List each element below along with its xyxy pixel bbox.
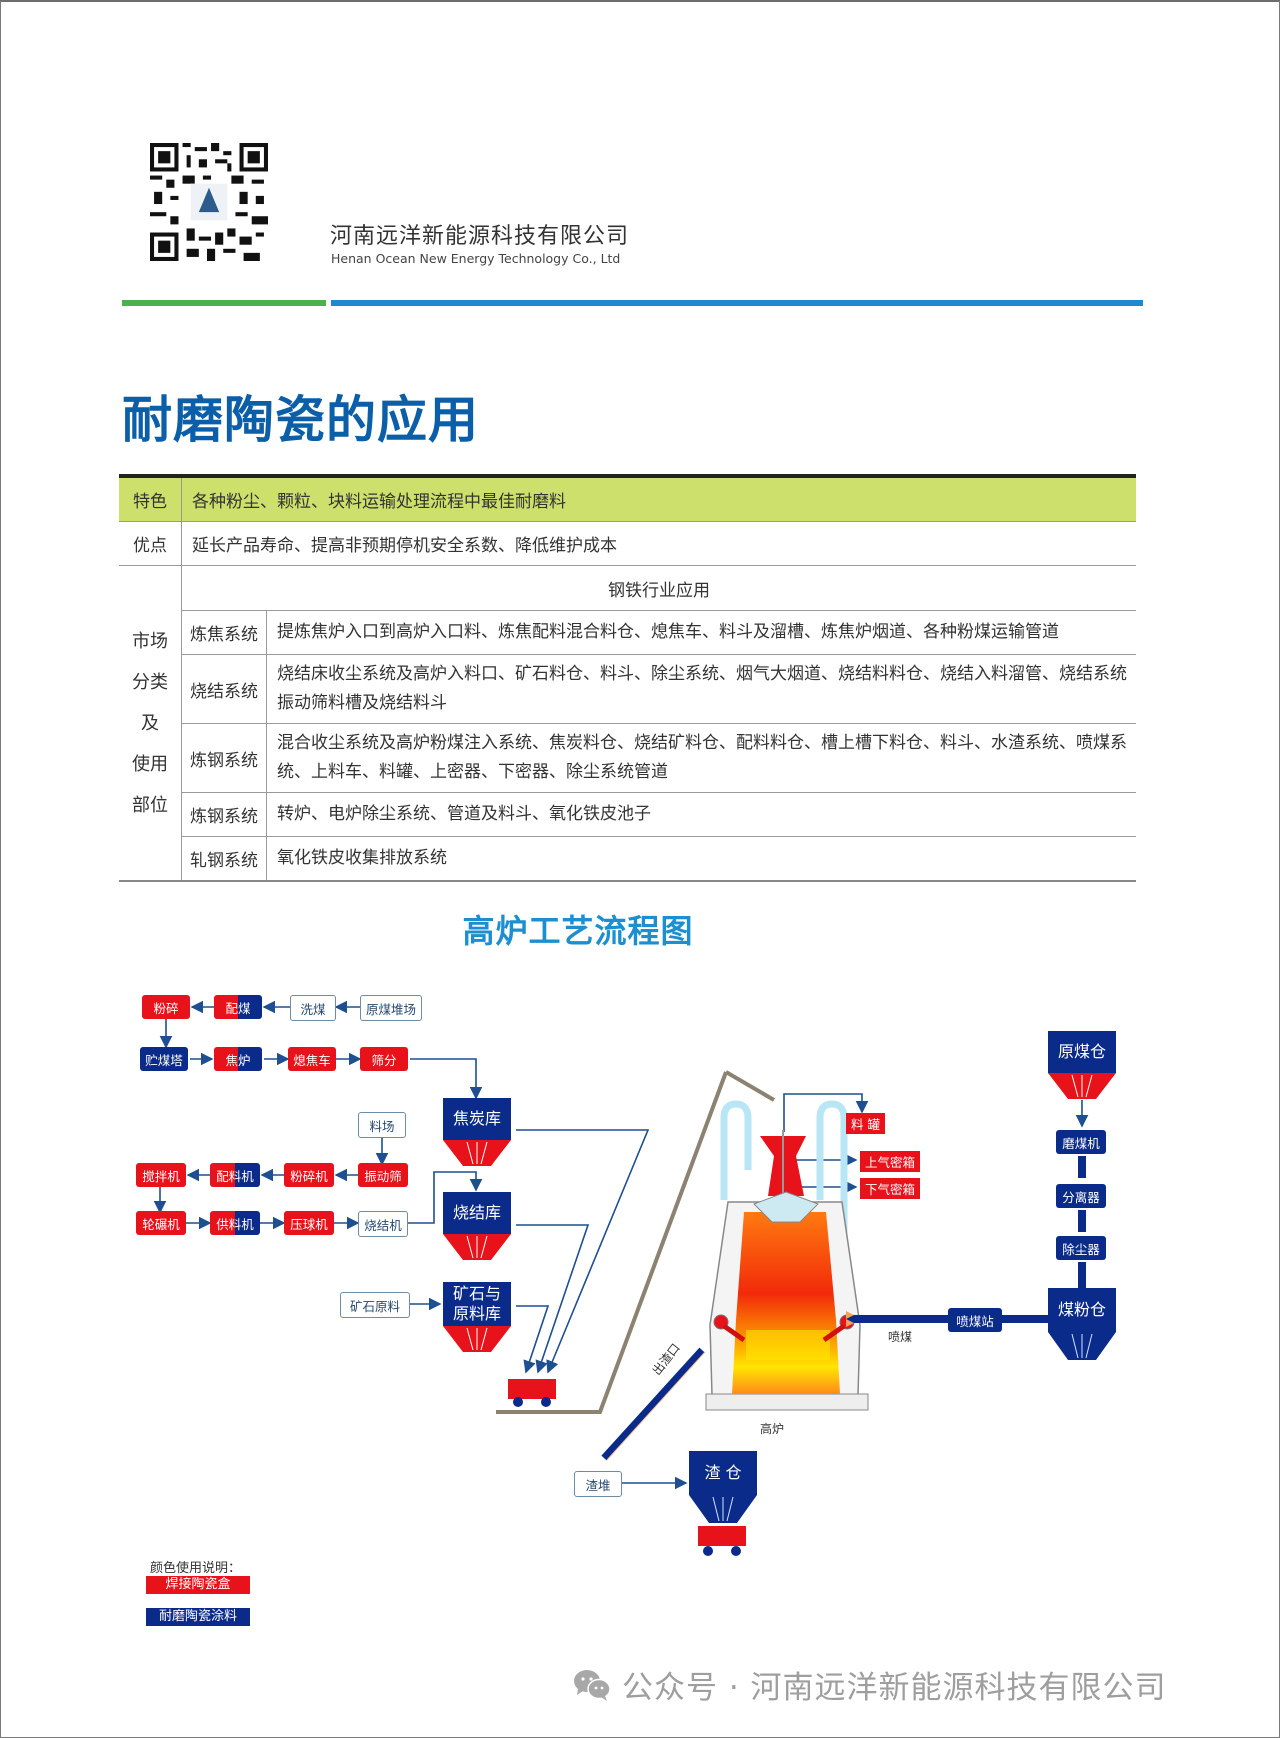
system-parts: 烧结床收尘系统及高炉入料口、矿石料仓、料斗、除尘系统、烟气大烟道、烧结料料仓、烧… <box>266 654 1136 724</box>
silo-ore: 矿石与原料库 <box>443 1282 511 1356</box>
tag-charge-tank: 料 罐 <box>846 1113 885 1134</box>
node-batcher: 配料机 <box>210 1163 260 1187</box>
node-ore-raw: 矿石原料 <box>340 1292 410 1318</box>
node-coke-oven: 焦炉 <box>214 1047 262 1071</box>
node-quench-car: 熄焦车 <box>288 1047 336 1071</box>
legend-title: 颜色使用说明： <box>150 1561 242 1576</box>
flow-title: 高炉工艺流程图 <box>462 912 694 950</box>
system-parts: 转炉、电炉除尘系统、管道及料斗、氧化铁皮池子 <box>266 792 1136 837</box>
feature-row: 特色 各种粉尘、颗粒、块料运输处理流程中最佳耐磨料 <box>119 474 1136 522</box>
system-name: 轧钢系统 <box>181 836 267 882</box>
system-parts: 混合收尘系统及高炉粉煤注入系统、焦炭料仓、烧结矿料仓、配料料仓、槽上槽下料仓、料… <box>266 723 1136 793</box>
silo-raw-coal: 原煤仓 <box>1048 1031 1116 1103</box>
table-row: 炼钢系统 转炉、电炉除尘系统、管道及料斗、氧化铁皮池子 <box>119 792 1136 837</box>
node-screening: 筛分 <box>360 1047 408 1071</box>
qr-code-icon <box>150 143 268 261</box>
table-row: 炼焦系统 提炼焦炉入口到高炉入口料、炼焦配料混合料仓、熄焦车、料斗及溜槽、炼焦炉… <box>119 610 1136 655</box>
system-parts: 氧化铁皮收集排放系统 <box>266 836 1136 882</box>
node-vibrating-screen: 振动筛 <box>358 1163 408 1187</box>
node-wheel-mill: 轮碾机 <box>136 1211 186 1235</box>
section-header: 钢铁行业应用 <box>181 565 1136 611</box>
table-row: 轧钢系统 氧化铁皮收集排放系统 <box>119 836 1136 882</box>
node-slag-heap: 渣堆 <box>574 1471 622 1497</box>
node-ball-press: 压球机 <box>284 1211 334 1235</box>
watermark-text: 公众号 · 河南远洋新能源科技有限公司 <box>622 1670 1167 1706</box>
silo-slag: 渣 仓 <box>689 1451 757 1527</box>
advantage-value: 延长产品寿命、提高非预期停机安全系数、降低维护成本 <box>181 521 1136 566</box>
system-name: 炼钢系统 <box>181 723 267 793</box>
legend-welded-ceramic-box: 焊接陶瓷盒 <box>146 1576 250 1594</box>
watermark: 公众号 · 河南远洋新能源科技有限公司 <box>572 1662 1167 1707</box>
advantage-label: 优点 <box>119 521 182 566</box>
tag-lower-seal-box: 下气密箱 <box>860 1178 921 1199</box>
market-header-row: 市场 分类 及 使用 部位 钢铁行业应用 <box>119 565 1136 882</box>
node-coal-blend: 配煤 <box>214 995 262 1019</box>
silo-coal-powder: 煤粉仓 <box>1048 1288 1116 1364</box>
legend-wear-ceramic-coating: 耐磨陶瓷涂料 <box>146 1608 250 1626</box>
node-coal-wash: 洗煤 <box>290 995 336 1021</box>
system-name: 烧结系统 <box>181 654 267 724</box>
system-parts: 提炼焦炉入口到高炉入口料、炼焦配料混合料仓、熄焦车、料斗及溜槽、炼焦炉烟道、各种… <box>266 610 1136 655</box>
node-dust-collector: 除尘器 <box>1056 1236 1106 1260</box>
header-bar-green <box>122 300 326 306</box>
node-sinter-machine: 烧结机 <box>358 1211 408 1237</box>
table-row: 烧结系统 烧结床收尘系统及高炉入料口、矿石料仓、料斗、除尘系统、烟气大烟道、烧结… <box>119 654 1136 724</box>
spec-table: 特色 各种粉尘、颗粒、块料运输处理流程中最佳耐磨料 优点 延长产品寿命、提高非预… <box>119 474 1136 882</box>
node-material-yard: 料场 <box>358 1112 406 1138</box>
advantage-row: 优点 延长产品寿命、提高非预期停机安全系数、降低维护成本 <box>119 521 1136 566</box>
furnace-label: 高炉 <box>760 1422 785 1436</box>
page-title: 耐磨陶瓷的应用 <box>122 391 479 449</box>
system-name: 炼焦系统 <box>181 610 267 655</box>
header-bar-blue <box>331 300 1143 306</box>
wechat-icon <box>574 1669 611 1701</box>
node-coal-tower: 贮煤塔 <box>140 1047 188 1071</box>
feature-value: 各种粉尘、颗粒、块料运输处理流程中最佳耐磨料 <box>181 474 1136 522</box>
silo-coke: 焦炭库 <box>443 1098 511 1170</box>
silo-sinter: 烧结库 <box>443 1192 511 1264</box>
node-coal-mill: 磨煤机 <box>1056 1130 1106 1154</box>
node-feeder: 供料机 <box>210 1211 260 1235</box>
table-row: 炼钢系统 混合收尘系统及高炉粉煤注入系统、焦炭料仓、烧结矿料仓、配料料仓、槽上槽… <box>119 723 1136 793</box>
company-name-en: Henan Ocean New Energy Technology Co., L… <box>331 251 621 266</box>
feature-label: 特色 <box>119 474 182 522</box>
node-crush: 粉碎 <box>142 995 190 1019</box>
tag-upper-seal-box: 上气密箱 <box>860 1151 921 1172</box>
node-raw-coal-yard: 原煤堆场 <box>360 995 422 1021</box>
node-injection-station: 喷煤站 <box>948 1308 1002 1332</box>
system-name: 炼钢系统 <box>181 792 267 837</box>
node-crusher: 粉碎机 <box>284 1163 334 1187</box>
market-label: 市场 分类 及 使用 部位 <box>119 565 182 882</box>
company-name-cn: 河南远洋新能源科技有限公司 <box>330 224 630 249</box>
node-mixer: 搅拌机 <box>136 1163 186 1187</box>
node-separator: 分离器 <box>1056 1184 1106 1208</box>
injection-label: 喷煤 <box>888 1330 913 1344</box>
